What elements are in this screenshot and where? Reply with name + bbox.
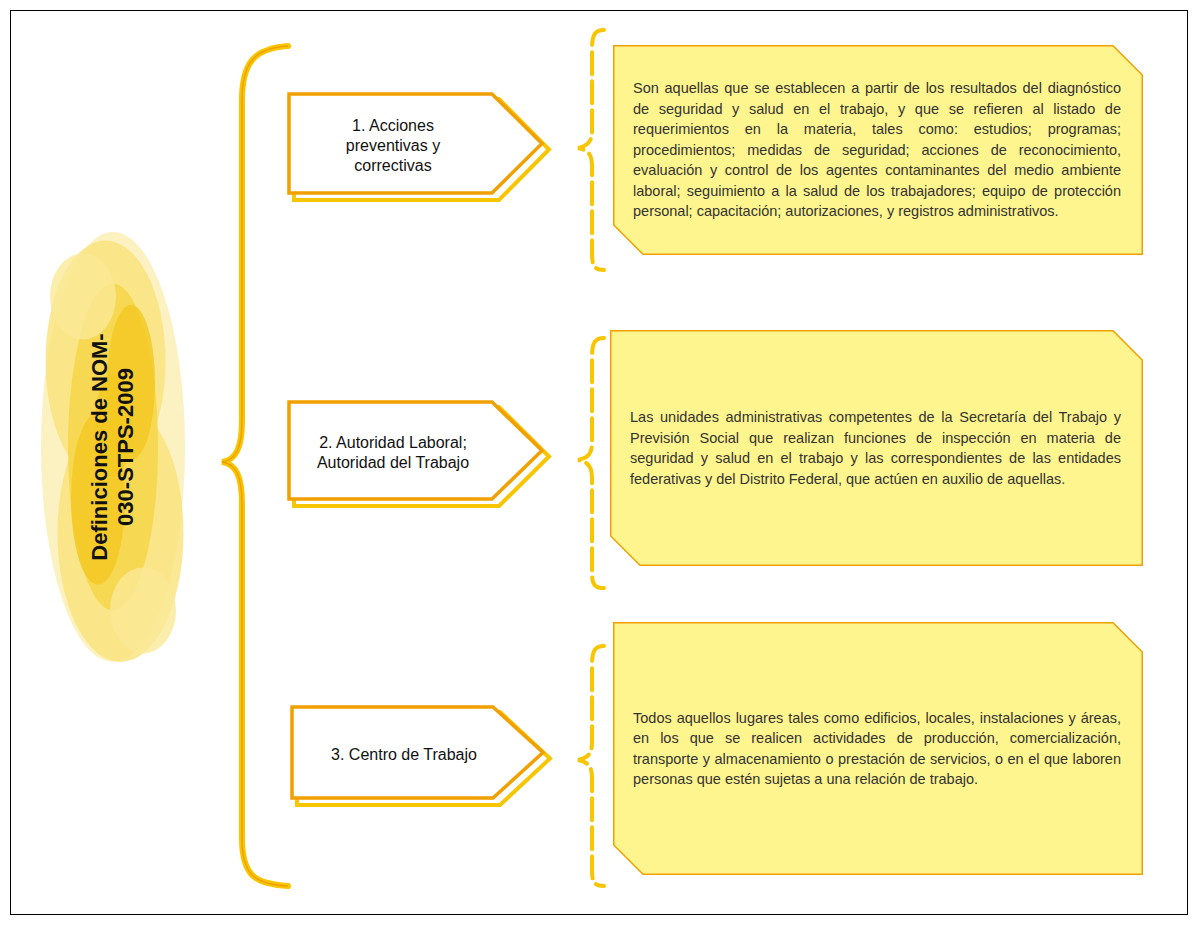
definition-outline [614, 623, 1143, 875]
definition-text: Las unidades administrativas competentes… [630, 407, 1121, 489]
definition-text: Todos aquellos lugares tales como edific… [633, 708, 1121, 790]
definition-box: Todos aquellos lugares tales como edific… [613, 622, 1143, 875]
definition-shape [610, 330, 1143, 566]
definition-text: Son aquellas que se establecen a partir … [633, 78, 1121, 222]
blob-patch [50, 254, 116, 340]
term-arrow: 3. Centro de Trabajo [290, 705, 550, 805]
term-arrow: 1. Acciones preventivas y correctivas [287, 92, 549, 200]
definition-shape [613, 622, 1143, 875]
term-label: 2. Autoridad Laboral; Autoridad del Trab… [307, 433, 479, 473]
arrow-outline [292, 707, 543, 798]
small-brace [578, 646, 604, 886]
title-text: Definiciones de NOM-030-STPS-2009 [87, 332, 139, 562]
term-label: 3. Centro de Trabajo [304, 745, 504, 765]
term-label: 1. Acciones preventivas y correctivas [327, 116, 459, 176]
small-brace [578, 30, 604, 270]
term-arrow: 2. Autoridad Laboral; Autoridad del Trab… [287, 400, 549, 506]
blob-patch [41, 232, 185, 662]
definition-box: Son aquellas que se establecen a partir … [613, 45, 1143, 255]
definition-outline [611, 331, 1143, 566]
definition-box: Las unidades administrativas competentes… [610, 330, 1143, 566]
definition-outline [614, 46, 1143, 255]
arrow-outline [289, 402, 542, 499]
main-brace [222, 46, 288, 886]
blob-patch [110, 567, 176, 653]
title-node: Definiciones de NOM-030-STPS-2009 [38, 232, 188, 662]
arrow-outline [289, 94, 542, 193]
small-brace [578, 338, 604, 588]
main-brace-edge [222, 46, 288, 886]
